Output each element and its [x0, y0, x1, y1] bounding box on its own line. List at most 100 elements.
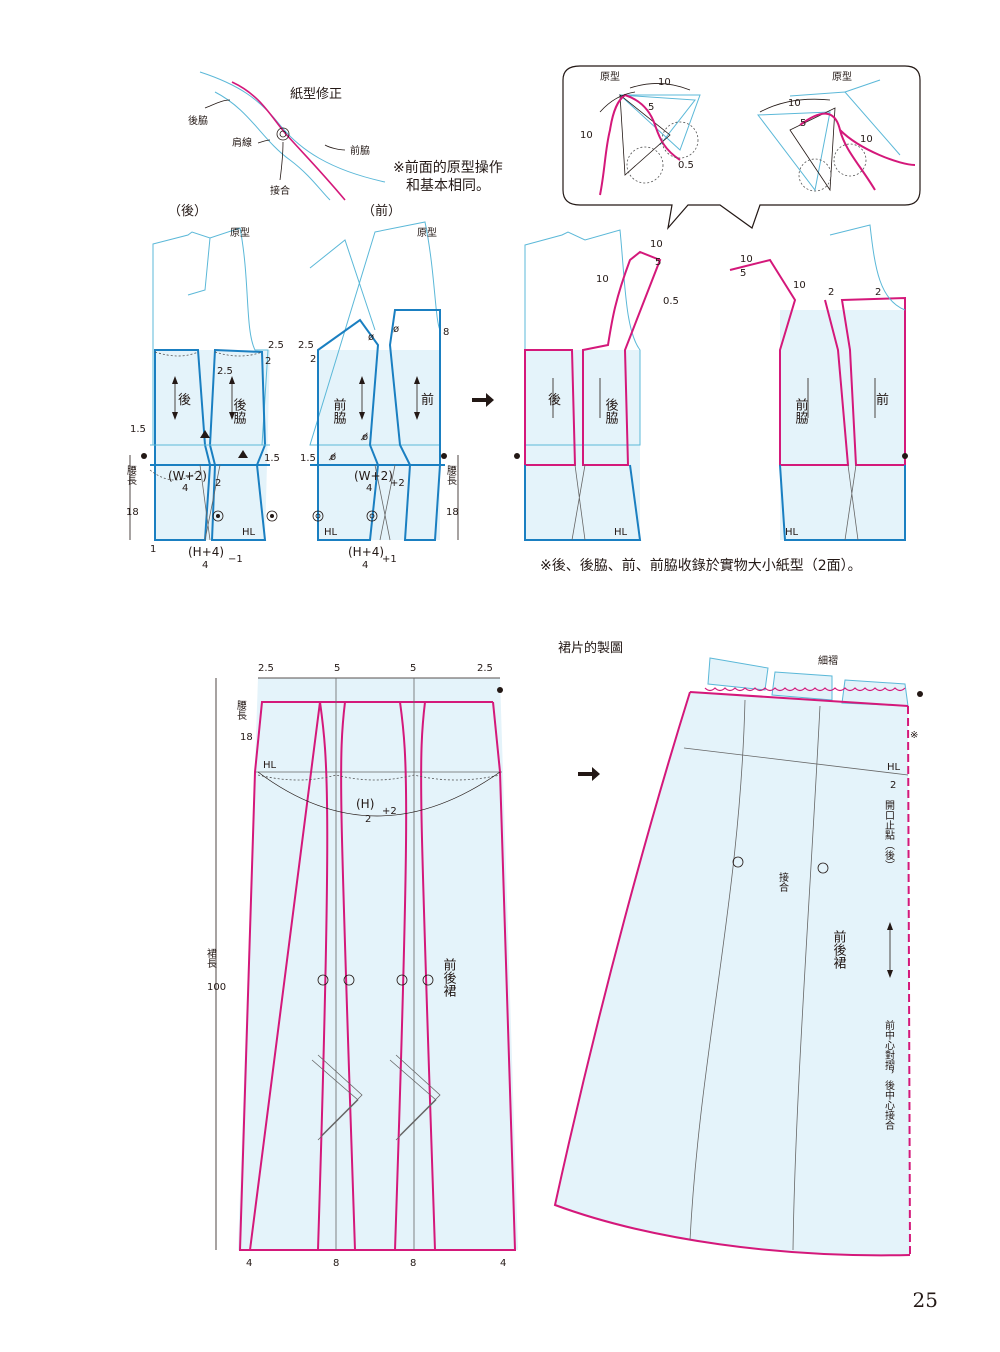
- hip-front-plus: +1: [382, 554, 397, 565]
- res-2b: 2: [875, 287, 881, 298]
- hip-front: (H+4): [348, 545, 384, 559]
- hl-front: HL: [324, 527, 338, 538]
- result-front: [729, 224, 908, 541]
- label-back-side: 後脇: [188, 114, 208, 127]
- skirt-waist-len: 腰長: [235, 700, 247, 721]
- res-2a: 2: [828, 287, 834, 298]
- piece-front-side: 前脇: [331, 397, 347, 424]
- skirt-opening: 開口止點（後）: [883, 800, 895, 870]
- bubble-5a: 5: [648, 102, 654, 113]
- bd-25b: 2.5: [217, 366, 233, 377]
- skirt-right-panel: 前後裙: [831, 929, 847, 969]
- res-piece-front-side: 前脇: [793, 397, 809, 424]
- bubble-10b: 10: [580, 130, 593, 141]
- arrow-right-icon: [578, 767, 600, 781]
- skirt-top-5a: 5: [334, 663, 340, 674]
- hl-res-front: HL: [785, 527, 799, 538]
- skirt-draft: [215, 677, 518, 1251]
- skirt-18: 18: [240, 732, 253, 743]
- correction-title: 紙型修正: [290, 87, 342, 102]
- bd-15b: 1.5: [264, 453, 280, 464]
- skirt-title: 裙片的製圖: [558, 640, 623, 656]
- waist-len-back: 腰長: [125, 465, 137, 486]
- skirt-b-8a: 8: [333, 1258, 339, 1269]
- waist-front: (W+2): [354, 469, 393, 483]
- piece-front: 前: [421, 392, 434, 408]
- piece-back-side: 後脇: [231, 398, 247, 424]
- label-shoulder: 肩線: [232, 136, 252, 149]
- bd-2a: 2: [265, 356, 271, 367]
- result-back: [514, 229, 662, 541]
- skirt-panel: 前後裙: [441, 957, 457, 997]
- skirt-100: 100: [207, 982, 226, 993]
- skirt-join: 接合: [777, 871, 789, 893]
- skirt-h-den: 2: [365, 814, 371, 825]
- skirt-right-hl: HL: [887, 762, 901, 773]
- skirt-b-4b: 4: [500, 1258, 506, 1269]
- note-line2: 和基本相同。: [406, 177, 490, 194]
- front-title: （前）: [362, 203, 401, 219]
- waist-front-plus: +2: [390, 478, 405, 489]
- res-piece-back-side: 後脇: [603, 398, 619, 424]
- res-piece-back: 後: [548, 393, 561, 408]
- prototype-back: 原型: [230, 226, 250, 239]
- res-10d: 10: [793, 280, 806, 291]
- phi-a: ø: [368, 332, 374, 343]
- phi-c: ø̸: [360, 431, 368, 443]
- skirt-hl: HL: [263, 760, 277, 771]
- arrow-right-icon: [472, 393, 494, 407]
- bubble-prototype-left: 原型: [600, 70, 620, 83]
- waist-back-den: 4: [182, 483, 188, 494]
- bubble-10a: 10: [658, 77, 671, 88]
- note-line1: ※前面的原型操作: [393, 159, 503, 176]
- skirt-result: [553, 657, 923, 1257]
- res-10b: 10: [596, 274, 609, 285]
- res-05: 0.5: [663, 296, 679, 307]
- hip-back-minus: −1: [228, 554, 243, 565]
- waist-back: (W+2): [168, 469, 207, 483]
- waist-len-front: 腰長: [445, 465, 457, 486]
- hip-back-den: 4: [202, 560, 208, 571]
- bodice-front: [309, 221, 459, 541]
- res-piece-front: 前: [876, 392, 889, 408]
- bd-2b: 2: [310, 354, 316, 365]
- skirt-h: (H): [356, 797, 374, 811]
- skirt-b-4a: 4: [246, 1258, 252, 1269]
- skirt-mark: ※: [910, 730, 918, 741]
- skirt-right-2: 2: [890, 780, 896, 791]
- res-5a: 5: [655, 257, 661, 268]
- hip-front-den: 4: [362, 560, 368, 571]
- bodice-back: [129, 227, 278, 541]
- hip-back: (H+4): [188, 545, 224, 559]
- zoom-bubble: [562, 65, 921, 231]
- hl-res-back: HL: [614, 527, 628, 538]
- bubble-10d: 10: [860, 134, 873, 145]
- bubble-10c: 10: [788, 98, 801, 109]
- skirt-pleat: 細褶: [818, 654, 838, 667]
- skirt-fold-note: 前中心對摺，後中心接合: [883, 1019, 895, 1131]
- waist-back-2: 2: [215, 478, 221, 489]
- bd-15c: 1.5: [300, 453, 316, 464]
- skirt-b-8b: 8: [410, 1258, 416, 1269]
- bubble-prototype-right: 原型: [832, 70, 852, 83]
- bubble-5b: 5: [800, 118, 806, 129]
- res-10a: 10: [650, 239, 663, 250]
- result-note: ※後、後脇、前、前脇收錄於實物大小紙型（2面）。: [540, 557, 862, 574]
- correction-sketch: [199, 71, 386, 201]
- waist-18-back: 18: [126, 507, 139, 518]
- bd-25a: 2.5: [268, 340, 284, 351]
- phi-d: ø̸: [328, 451, 336, 463]
- hl-back: HL: [242, 527, 256, 538]
- phi-b: ø: [393, 324, 399, 335]
- skirt-top-25b: 2.5: [477, 663, 493, 674]
- res-10c: 10: [740, 254, 753, 265]
- bd-15a: 1.5: [130, 424, 146, 435]
- skirt-top-25a: 2.5: [258, 663, 274, 674]
- piece-back: 後: [178, 393, 191, 408]
- skirt-len: 裙長: [205, 947, 217, 969]
- bd-1: 1: [150, 544, 156, 555]
- skirt-top-5b: 5: [410, 663, 416, 674]
- bd-25c: 2.5: [298, 340, 314, 351]
- res-5b: 5: [740, 268, 746, 279]
